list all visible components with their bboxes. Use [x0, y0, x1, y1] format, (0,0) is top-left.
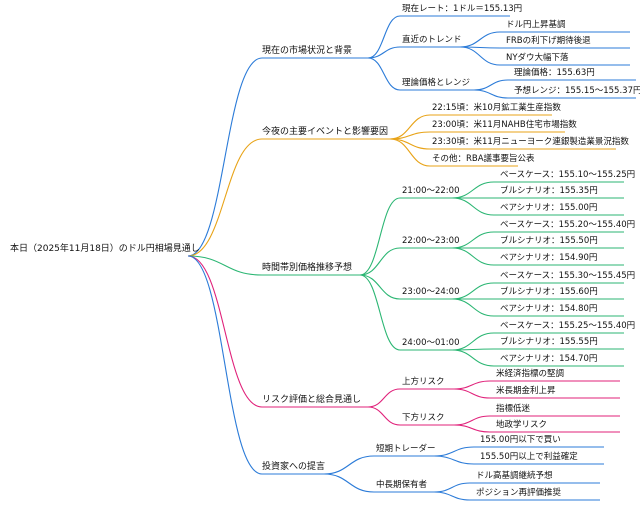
subtopic: 現在レート：1ドル＝155.13円	[402, 4, 523, 14]
detail-topic: 米長期金利上昇	[496, 386, 556, 396]
connector-level3	[453, 388, 491, 399]
branch-topic: 今夜の主要イベントと影響要因	[262, 127, 389, 137]
connector-level2	[359, 274, 401, 300]
subtopic: 22:15頃：米10月鉱工業生産指数	[432, 103, 561, 113]
connector-level2	[367, 406, 401, 426]
detail-topic: ベースケース：155.25〜155.40円	[500, 321, 636, 331]
connector-level3	[433, 491, 471, 501]
subtopic: 23:30頃：米11月ニューヨーク連銀製造業景況指数	[432, 137, 629, 147]
connector-level3	[453, 424, 491, 433]
detail-topic: 米経済指標の堅調	[496, 369, 565, 379]
detail-topic: 指標低迷	[496, 404, 531, 414]
connector-level3	[433, 455, 475, 465]
detail-topic: 予想レンジ：155.15〜155.37円	[514, 86, 640, 96]
connector-level3	[433, 482, 471, 493]
detail-topic: ブルシナリオ：155.60円	[500, 287, 598, 297]
connector-level2	[367, 388, 401, 408]
subtopic: 23:00〜24:00	[402, 287, 460, 297]
subtopic: 上方リスク	[402, 377, 445, 387]
connector-level2	[323, 455, 375, 475]
connector-level2	[359, 274, 401, 351]
detail-topic: ベアシナリオ：155.00円	[500, 203, 598, 213]
connector-level2	[389, 138, 431, 167]
connector-level3	[451, 298, 495, 317]
branch-topic: リスク評価と総合見通し	[262, 395, 362, 405]
connector-level3	[473, 79, 509, 91]
subtopic: 短期トレーダー	[376, 444, 436, 454]
detail-topic: ベースケース：155.20〜155.40円	[500, 220, 636, 230]
subtopic: 21:00〜22:00	[402, 186, 460, 196]
detail-topic: ポジション再評価推奨	[476, 488, 562, 498]
detail-topic: ベースケース：155.10〜155.25円	[500, 170, 636, 180]
connector-level3	[433, 446, 475, 457]
detail-topic: ブルシナリオ：155.55円	[500, 337, 598, 347]
detail-topic: ドル円上昇基調	[506, 20, 566, 30]
detail-topic: ベアシナリオ：154.80円	[500, 304, 598, 314]
detail-topic: ベースケース：155.30〜155.45円	[500, 271, 636, 281]
subtopic: その他：RBA議事要旨公表	[432, 154, 535, 164]
branch-topic: 時間帯別価格推移予想	[262, 263, 353, 273]
connector-level1	[187, 255, 263, 475]
detail-topic: ベアシナリオ：154.90円	[500, 253, 598, 263]
connector-level2	[367, 46, 401, 59]
detail-topic: 155.00円以下で買い	[480, 435, 561, 445]
connector-level2	[359, 247, 401, 276]
detail-topic: ブルシナリオ：155.35円	[500, 186, 598, 196]
detail-topic: ベアシナリオ：154.70円	[500, 354, 598, 364]
subtopic: 22:00〜23:00	[402, 236, 460, 246]
detail-topic: ドル高基調継続予想	[476, 471, 553, 481]
subtopic: 直近のトレンド	[402, 35, 462, 45]
connector-level3	[459, 46, 501, 66]
connector-level1	[187, 57, 263, 257]
branch-topic: 投資家への提言	[262, 462, 326, 472]
connector-level2	[367, 15, 401, 59]
subtopic: 24:00〜01:00	[402, 338, 460, 348]
detail-topic: ブルシナリオ：155.50円	[500, 236, 598, 246]
connector-level1	[187, 255, 263, 276]
connector-level3	[453, 415, 491, 426]
connector-level2	[359, 197, 401, 276]
connector-level3	[451, 197, 495, 216]
connector-level3	[459, 31, 501, 48]
connector-level3	[473, 89, 509, 99]
connector-level3	[453, 380, 491, 390]
connector-level1	[187, 138, 263, 257]
subtopic: 下方リスク	[402, 413, 445, 423]
connector-level2	[323, 473, 375, 493]
connector-level3	[451, 247, 495, 266]
detail-topic: NYダウ大幅下落	[506, 53, 569, 63]
detail-topic: 地政学リスク	[496, 420, 548, 430]
root-topic: 本日（2025年11月18日）のドル円相場見通し	[10, 244, 200, 254]
detail-topic: 理論価格：155.63円	[514, 68, 595, 78]
subtopic: 理論価格とレンジ	[402, 78, 471, 88]
connector-level1	[187, 255, 263, 408]
detail-topic: FRBの利下げ期待後退	[506, 36, 591, 46]
subtopic: 23:00頃：米11月NAHB住宅市場指数	[432, 120, 577, 130]
connector-level3	[451, 349, 495, 367]
subtopic: 中長期保有者	[376, 480, 428, 490]
detail-topic: 155.50円以上で利益確定	[480, 452, 578, 462]
branch-topic: 現在の市場状況と背景	[262, 46, 353, 56]
connector-level2	[367, 57, 401, 91]
